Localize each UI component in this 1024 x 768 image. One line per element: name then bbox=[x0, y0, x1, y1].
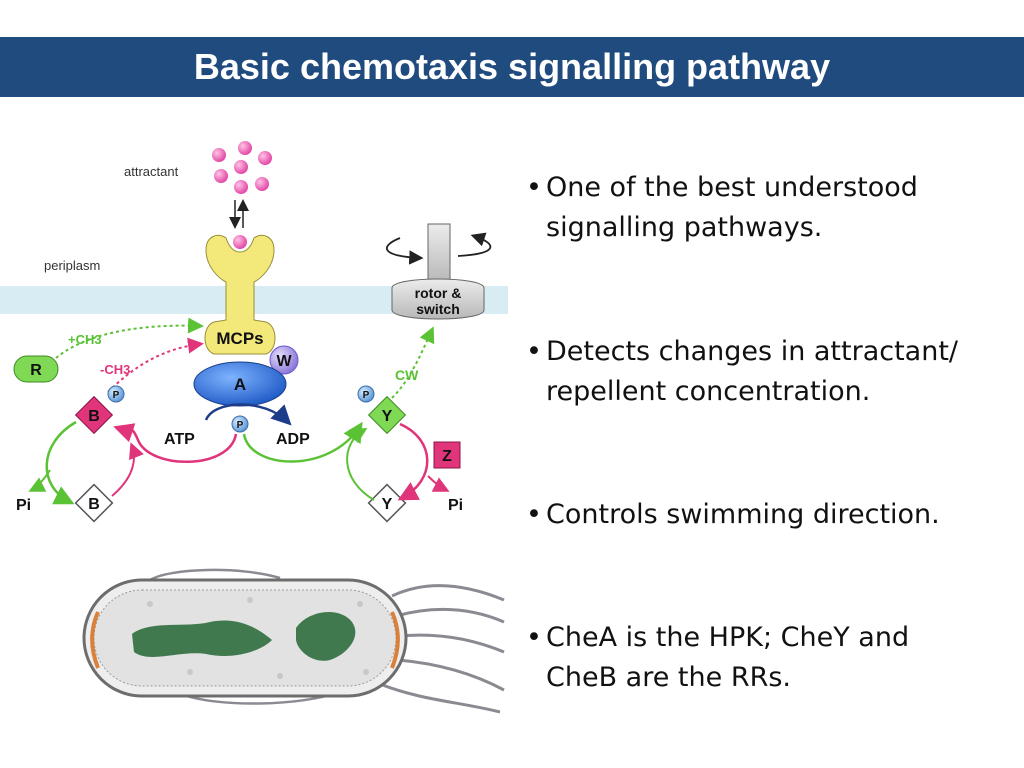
cheb-phosphorylation-arrow bbox=[113, 423, 238, 464]
cher-node bbox=[13, 355, 59, 383]
chea-phospho-label: P bbox=[237, 420, 244, 431]
periplasm-label: periplasm bbox=[44, 258, 100, 273]
bound-attractant bbox=[233, 235, 247, 249]
cheb-p-node bbox=[74, 395, 114, 435]
methylation-arrow bbox=[55, 317, 204, 359]
slide-title: Basic chemotaxis signalling pathway bbox=[193, 46, 831, 87]
chew-node bbox=[269, 345, 299, 375]
title-bar: Basic chemotaxis signalling pathway bbox=[0, 37, 1024, 97]
bullet-item: • Detects changes in attractant/ repelle… bbox=[526, 332, 986, 412]
methyl-add-label: +CH3 bbox=[68, 332, 102, 347]
bullet-marker: • bbox=[526, 622, 542, 653]
chey-node bbox=[367, 483, 407, 523]
chea-node bbox=[193, 361, 287, 407]
chey-phospho-label: P bbox=[363, 390, 370, 401]
atp-adp-arrow bbox=[204, 403, 292, 426]
adp-label: ADP bbox=[276, 431, 310, 448]
cheb-return-arrow bbox=[111, 442, 144, 497]
chez-label: Z bbox=[442, 448, 452, 465]
motor-label-line1: rotor & bbox=[415, 285, 462, 301]
bullet-marker: • bbox=[526, 172, 542, 203]
bullet-text: Detects changes in attractant/ repellent… bbox=[546, 336, 959, 407]
cheb-pi-label: Pi bbox=[16, 497, 31, 514]
mcp-receptor bbox=[204, 234, 276, 355]
chey-p-node bbox=[367, 395, 407, 435]
chey-p-label: Y bbox=[382, 408, 393, 425]
chemotaxis-diagram: attractant periplasm MCPs W A P ATP ADP … bbox=[0, 141, 508, 714]
cheb-phospho-label: P bbox=[113, 390, 120, 401]
chey-cycle-arrow bbox=[346, 427, 375, 501]
bacterium-illustration bbox=[82, 568, 505, 714]
mcp-label: MCPs bbox=[216, 329, 263, 348]
cheb-dephosphorylation-arrow bbox=[45, 420, 77, 505]
bullet-text: One of the best understood signalling pa… bbox=[546, 172, 918, 243]
cheb-label: B bbox=[88, 496, 100, 513]
motor-icon bbox=[386, 223, 492, 320]
chea-phospho-badge bbox=[231, 415, 249, 433]
binding-arrows-icon bbox=[229, 199, 249, 229]
bullet-text: Controls swimming direction. bbox=[546, 499, 940, 530]
bullet-text: CheA is the HPK; CheY and CheB are the R… bbox=[546, 622, 910, 693]
attractant-molecules bbox=[212, 141, 272, 194]
demethylation-arrow bbox=[107, 337, 204, 393]
chey-pi-label: Pi bbox=[448, 497, 463, 514]
cheb-p-label: B bbox=[88, 408, 100, 425]
chez-node bbox=[433, 441, 461, 469]
chey-label: Y bbox=[382, 496, 393, 513]
chea-label: A bbox=[234, 375, 246, 394]
cheb-pi-arrow bbox=[28, 469, 51, 492]
bullet-item: • Controls swimming direction. bbox=[526, 495, 986, 535]
chey-phospho-badge bbox=[357, 385, 375, 403]
cw-label: CW bbox=[395, 367, 419, 383]
cheb-node bbox=[74, 483, 114, 523]
bullet-marker: • bbox=[526, 336, 542, 367]
motor-label-line2: switch bbox=[416, 301, 460, 317]
cher-label: R bbox=[30, 362, 42, 379]
chew-label: W bbox=[276, 353, 292, 370]
chey-pi-arrow bbox=[427, 475, 450, 492]
attractant-label: attractant bbox=[124, 164, 179, 179]
methyl-remove-label: -CH3 bbox=[100, 362, 130, 377]
bullet-marker: • bbox=[526, 499, 542, 530]
chey-phosphorylation-arrow bbox=[242, 421, 363, 463]
chey-dephosphorylation-arrow bbox=[397, 422, 429, 501]
atp-label: ATP bbox=[164, 431, 195, 448]
bullet-item: • CheA is the HPK; CheY and CheB are the… bbox=[526, 618, 986, 698]
cheb-phospho-badge bbox=[107, 385, 125, 403]
cw-arrow bbox=[391, 326, 435, 399]
bullet-item: • One of the best understood signalling … bbox=[526, 168, 986, 248]
